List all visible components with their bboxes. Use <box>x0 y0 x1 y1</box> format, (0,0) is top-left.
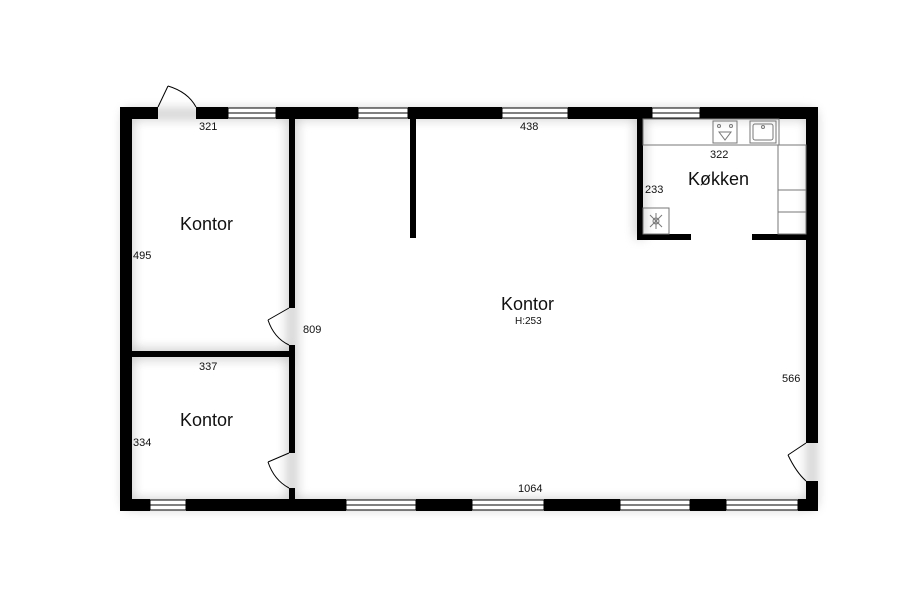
office-door-bottom-swing <box>267 461 290 489</box>
office-door-bottom-leaf <box>267 452 290 463</box>
doors <box>157 85 807 489</box>
right-door-leaf <box>787 442 807 456</box>
room-label-kitchen: Køkken <box>688 169 750 189</box>
entrance-door-swing <box>167 85 197 108</box>
office-door-top-leaf <box>267 307 290 321</box>
windows <box>149 107 799 511</box>
dimension-top-left-width: 321 <box>199 121 218 133</box>
kitchen-fixtures <box>642 118 807 235</box>
room-label-office-bottom-left: Kontor <box>180 410 234 430</box>
dishwasher-icon <box>712 120 738 144</box>
dimension-bottom-width: 1064 <box>518 483 543 495</box>
kitchen-counter <box>642 118 780 146</box>
dimension-left-bottom-width: 337 <box>199 361 218 373</box>
office-door-top-swing <box>267 319 290 346</box>
room-height-office-main: H:253 <box>515 316 542 327</box>
room-label-office-top-left: Kontor <box>180 214 234 234</box>
dimension-kitchen-height: 233 <box>645 184 664 196</box>
interior-walls <box>132 118 806 500</box>
dimension-right-height: 566 <box>782 373 801 385</box>
dimension-left-top-height: 495 <box>133 250 152 262</box>
dimension-top-main-width: 438 <box>520 121 539 133</box>
right-door-swing <box>787 454 807 482</box>
outer-walls <box>120 107 818 511</box>
dimension-main-depth: 809 <box>303 324 322 336</box>
sink-icon <box>749 120 777 144</box>
dimension-kitchen-width: 322 <box>710 149 729 161</box>
dimension-left-bottom-height: 334 <box>133 437 152 449</box>
stove-icon <box>642 207 670 235</box>
entrance-door-leaf <box>157 85 169 108</box>
room-label-office-main: Kontor <box>501 294 555 314</box>
